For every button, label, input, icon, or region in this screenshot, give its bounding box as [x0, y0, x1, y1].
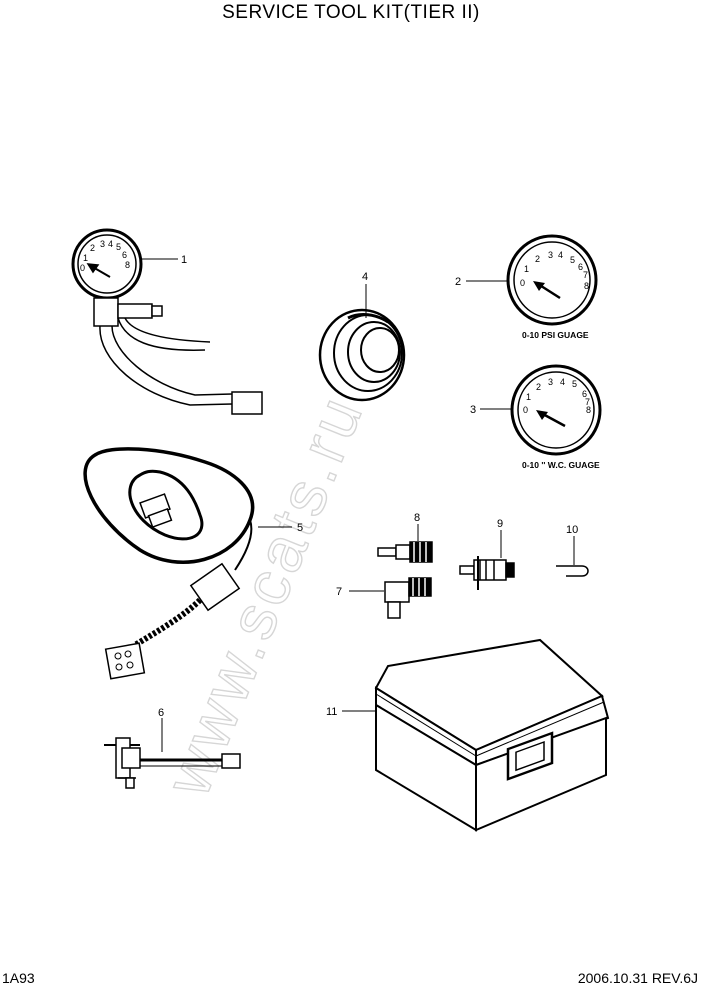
watermark-text: www.scats.ru	[151, 384, 377, 806]
svg-text:6: 6	[578, 262, 583, 272]
svg-text:5: 5	[570, 255, 575, 265]
svg-text:5: 5	[116, 242, 121, 252]
svg-text:0: 0	[523, 405, 528, 415]
part-1-gauge-with-hose: 0 1 2 3 4 5 6 8	[71, 228, 263, 415]
callout-7: 7	[336, 586, 342, 598]
part-4-rubber-cup	[318, 308, 406, 402]
callout-2: 2	[455, 276, 461, 288]
svg-text:7: 7	[583, 270, 588, 280]
part-6-small-cable	[104, 737, 241, 789]
svg-text:3: 3	[100, 239, 105, 249]
part-10-clip	[556, 565, 589, 577]
page-title: SERVICE TOOL KIT(TIER II)	[222, 2, 480, 23]
svg-text:3: 3	[548, 377, 553, 387]
svg-text:5: 5	[572, 379, 577, 389]
callout-1: 1	[181, 254, 187, 266]
svg-text:4: 4	[558, 250, 563, 260]
svg-text:1: 1	[524, 264, 529, 274]
part-11-tool-case	[374, 638, 610, 832]
svg-text:0: 0	[80, 263, 85, 273]
svg-text:8: 8	[584, 281, 589, 291]
svg-text:2: 2	[90, 243, 95, 253]
svg-text:0: 0	[520, 278, 525, 288]
callout-11: 11	[326, 706, 337, 718]
svg-text:2: 2	[536, 382, 541, 392]
revision-date: 2006.10.31 REV.6J	[577, 970, 698, 986]
callout-4: 4	[362, 271, 368, 283]
part-5-cable-harness	[83, 447, 255, 680]
svg-text:6: 6	[582, 389, 587, 399]
svg-text:4: 4	[560, 377, 565, 387]
svg-text:8: 8	[125, 260, 130, 270]
psi-gauge-caption: 0-10 PSI GUAGE	[522, 330, 589, 340]
svg-text:4: 4	[108, 239, 113, 249]
part-9-valve-fitting	[459, 556, 515, 590]
svg-text:8: 8	[586, 405, 591, 415]
svg-text:1: 1	[83, 253, 88, 263]
part-7-elbow-fitting	[384, 577, 432, 619]
callout-3: 3	[470, 404, 476, 416]
svg-text:7: 7	[585, 397, 590, 407]
callout-10: 10	[566, 524, 578, 536]
callout-9: 9	[497, 518, 503, 530]
page-code: 1A93	[2, 970, 35, 986]
callout-5: 5	[297, 522, 303, 534]
part-3-wc-gauge: 0 1 2 3 4 5 6 7 8	[510, 364, 602, 456]
svg-text:3: 3	[548, 250, 553, 260]
part-8-straight-fitting	[377, 541, 433, 563]
svg-text:6: 6	[122, 250, 127, 260]
callout-6: 6	[158, 707, 164, 719]
svg-text:1: 1	[526, 392, 531, 402]
callout-8: 8	[414, 512, 420, 524]
wc-gauge-caption: 0-10 '' W.C. GUAGE	[522, 460, 600, 470]
part-2-psi-gauge: 0 1 2 3 4 5 6 7 8	[506, 234, 598, 326]
svg-text:2: 2	[535, 254, 540, 264]
